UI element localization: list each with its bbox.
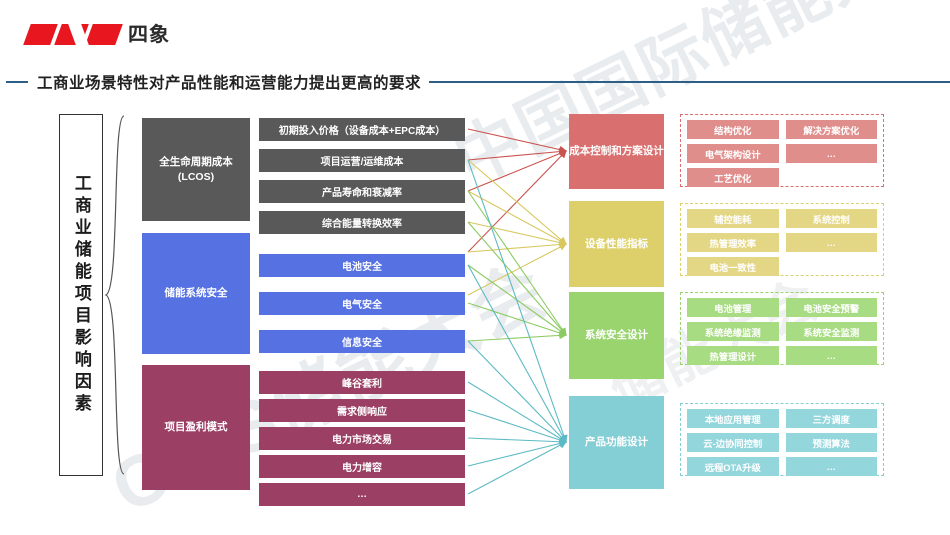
factor-item[interactable]: …: [259, 483, 465, 506]
detail-panel-equipment: 辅控能耗 系统控制 热管理效率 … 电池一致性: [680, 203, 884, 276]
brace-icon: [104, 115, 125, 475]
title-rule-left: [6, 81, 28, 83]
design-block-product-function[interactable]: 产品功能设计: [569, 396, 664, 489]
detail-chip[interactable]: 电气架构设计: [687, 144, 779, 163]
category-block-profit-model[interactable]: 项目盈利模式: [142, 365, 250, 490]
diagram-area: 工商业储能项目影响因素 全生命周期成本 (LCOS) 储能系统安全 项目盈利模式…: [0, 100, 950, 530]
detail-chip[interactable]: 三方调度: [785, 409, 877, 428]
detail-chip[interactable]: …: [785, 346, 877, 365]
detail-chip[interactable]: 工艺优化: [687, 168, 779, 187]
factor-item[interactable]: 信息安全: [259, 330, 465, 353]
factor-item[interactable]: 项目运营/运维成本: [259, 149, 465, 172]
detail-chip[interactable]: …: [785, 233, 877, 252]
detail-panel-function: 本地应用管理 三方调度 云-边协同控制 预测算法 远程OTA升级 …: [680, 403, 884, 476]
detail-chip-placeholder: [786, 257, 878, 276]
left-axis-label-box: 工商业储能项目影响因素: [59, 114, 103, 476]
detail-chip[interactable]: 系统安全监测: [785, 322, 877, 341]
page-title: 工商业场景特性对产品性能和运营能力提出更高的要求: [37, 75, 422, 92]
factor-item[interactable]: 电力增容: [259, 455, 465, 478]
brand-logo: 四象: [23, 18, 170, 52]
detail-chip[interactable]: 热管理效率: [687, 233, 779, 252]
factor-item[interactable]: 产品寿命和衰减率: [259, 180, 465, 203]
detail-chip[interactable]: 电池管理: [687, 298, 779, 317]
slide-title-bar: 工商业场景特性对产品性能和运营能力提出更高的要求: [0, 71, 950, 93]
factor-item[interactable]: 初期投入价格（设备成本+EPC成本）: [259, 118, 465, 141]
factor-item[interactable]: 峰谷套利: [259, 371, 465, 394]
title-rule-right: [429, 81, 950, 83]
logo-wordmark: 四象: [128, 24, 170, 46]
detail-chip[interactable]: 系统绝缘监测: [687, 322, 779, 341]
detail-chip[interactable]: 结构优化: [687, 120, 779, 139]
left-axis-label: 工商业储能项目影响因素: [71, 174, 91, 416]
detail-chip[interactable]: 远程OTA升级: [687, 457, 779, 476]
category-block-lifecycle-cost[interactable]: 全生命周期成本 (LCOS): [142, 118, 250, 221]
detail-chip[interactable]: 解决方案优化: [785, 120, 877, 139]
category-label-line1: 全生命周期成本: [159, 156, 233, 169]
factor-item[interactable]: 电气安全: [259, 292, 465, 315]
detail-chip[interactable]: …: [785, 144, 877, 163]
detail-panel-cost: 结构优化 解决方案优化 电气架构设计 … 工艺优化: [680, 114, 884, 187]
detail-chip[interactable]: …: [785, 457, 877, 476]
detail-chip[interactable]: 电池安全预警: [785, 298, 877, 317]
detail-chip[interactable]: 云-边协同控制: [687, 433, 779, 452]
detail-chip[interactable]: 预测算法: [785, 433, 877, 452]
detail-chip[interactable]: 热管理设计: [687, 346, 779, 365]
logo-mark-icon: [23, 24, 123, 46]
factor-item[interactable]: 电力市场交易: [259, 427, 465, 450]
detail-chip[interactable]: 电池一致性: [687, 257, 779, 276]
design-block-system-safety-design[interactable]: 系统安全设计: [569, 292, 664, 379]
detail-chip[interactable]: 辅控能耗: [687, 209, 779, 228]
category-block-system-safety[interactable]: 储能系统安全: [142, 233, 250, 354]
design-block-cost-control[interactable]: 成本控制和方案设计: [569, 114, 664, 189]
detail-chip[interactable]: 本地应用管理: [687, 409, 779, 428]
detail-panel-safety: 电池管理 电池安全预警 系统绝缘监测 系统安全监测 热管理设计 …: [680, 292, 884, 365]
factor-item[interactable]: 需求侧响应: [259, 399, 465, 422]
detail-chip[interactable]: 系统控制: [785, 209, 877, 228]
factor-item[interactable]: 电池安全: [259, 254, 465, 277]
design-block-equipment-performance[interactable]: 设备性能指标: [569, 201, 664, 287]
category-label-line2: (LCOS): [177, 170, 215, 183]
factor-item[interactable]: 综合能量转换效率: [259, 211, 465, 234]
detail-chip-placeholder: [786, 168, 878, 187]
